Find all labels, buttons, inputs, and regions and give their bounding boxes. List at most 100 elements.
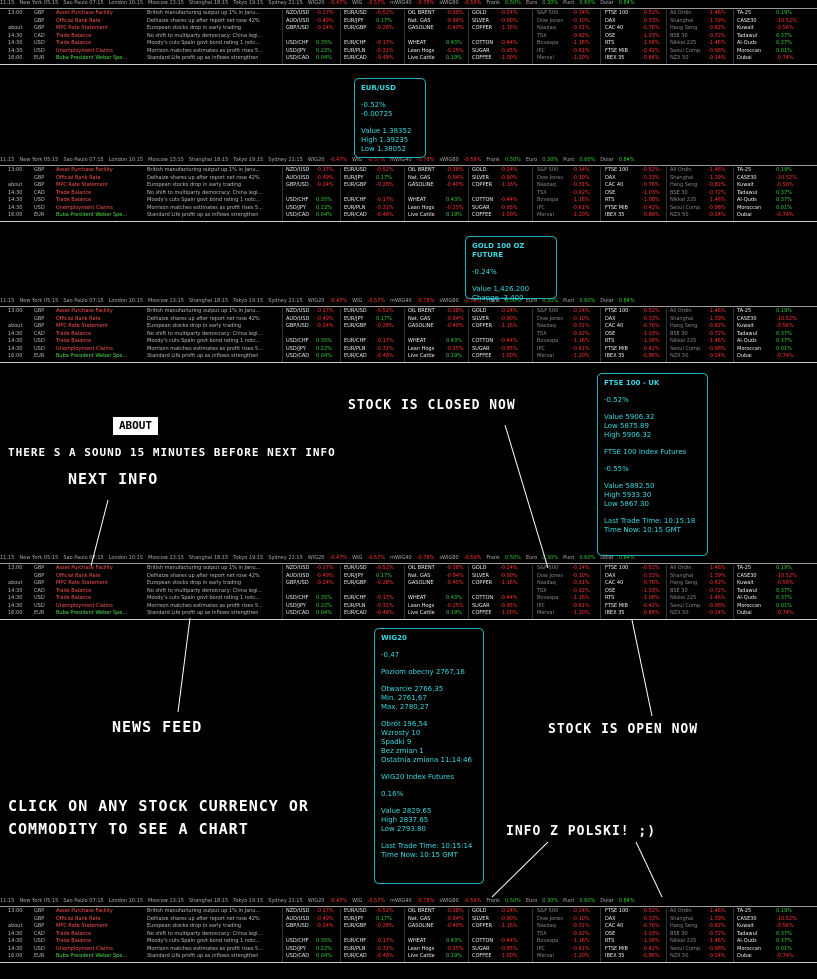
us-index-name[interactable]: Merval — [537, 212, 554, 218]
fx-right-name[interactable]: EUR/GBP — [344, 580, 367, 586]
fx-right-change[interactable]: -0.52% — [376, 565, 394, 571]
commodity-right-change[interactable]: -1.16% — [500, 25, 518, 31]
eu-index-name[interactable]: OSE — [605, 32, 616, 39]
commodity-right-name[interactable]: SUGAR — [472, 204, 490, 211]
fx-right-name[interactable]: EUR/PLN — [344, 602, 366, 609]
eu-index-name[interactable]: FTSE 100 — [605, 908, 629, 914]
news-headline[interactable]: Standard Life profit up as inflows stren… — [147, 953, 259, 959]
us-index-change[interactable]: -0.61% — [572, 204, 590, 211]
mideast-index-name[interactable]: Kuwait — [737, 182, 754, 188]
commodity-left-name[interactable]: Lean Hogs — [408, 204, 435, 211]
ticker-item[interactable]: 0.84% — [618, 555, 635, 561]
mideast-index-change[interactable]: -0.56% — [776, 580, 794, 586]
fx-left-name[interactable]: USD/CHF — [286, 938, 309, 944]
us-index-change[interactable]: -1.16% — [572, 197, 590, 203]
mideast-index-change[interactable]: -0.56% — [776, 323, 794, 329]
commodity-left-change[interactable]: -0.94% — [446, 174, 464, 181]
news-headline[interactable]: British manufacturing output up 1% in Ja… — [147, 10, 261, 16]
mideast-index-change[interactable]: 0.01% — [776, 204, 792, 211]
ticker-item[interactable]: sWIG80 — [439, 298, 459, 304]
ticker-item[interactable]: 0.84% — [618, 157, 635, 163]
eu-index-change[interactable]: -0.52% — [642, 908, 660, 914]
eu-index-change[interactable]: -1.03% — [642, 189, 660, 196]
fx-right-change[interactable]: -0.17% — [376, 197, 394, 203]
asia-index-change[interactable]: -0.14% — [708, 212, 726, 218]
fx-left-name[interactable]: USD/CHF — [286, 595, 309, 601]
fx-right-change[interactable]: -0.48% — [376, 212, 394, 218]
news-headline[interactable]: European stocks drop in early trading — [147, 182, 242, 188]
mideast-index-change[interactable]: 0.01% — [776, 945, 792, 952]
commodity-right-name[interactable]: SUGAR — [472, 345, 490, 352]
us-index-name[interactable]: Nasdaq — [537, 580, 556, 586]
ticker-item[interactable]: Shanghai 18:15 — [188, 0, 229, 6]
news-event[interactable]: MPC Rate Statement — [56, 25, 108, 31]
mideast-index-name[interactable]: Dubai — [737, 212, 752, 218]
ticker-item[interactable]: New York 05:15 — [19, 298, 59, 304]
eu-index-change[interactable]: -1.08% — [642, 938, 660, 944]
commodity-left-name[interactable]: Nat. GAS — [408, 17, 431, 24]
news-headline[interactable]: European stocks drop in early trading — [147, 25, 242, 31]
us-index-name[interactable]: IPC — [537, 602, 545, 609]
commodity-right-name[interactable]: COPPER — [472, 923, 493, 929]
commodity-left-change[interactable]: -0.38% — [446, 167, 464, 173]
mideast-index-name[interactable]: Al-Quds — [737, 338, 757, 344]
fx-right-name[interactable]: EUR/GBP — [344, 182, 367, 188]
ticker-item[interactable]: sWIG80 — [439, 555, 459, 561]
news-event[interactable]: Official Bank Rate — [56, 572, 101, 579]
ticker-item[interactable]: -0.57% — [367, 298, 386, 304]
asia-index-name[interactable]: Nikkei 225 — [670, 40, 697, 46]
ticker-item[interactable]: Sydney 21:15 — [268, 298, 303, 304]
mideast-index-change[interactable]: -0.56% — [776, 182, 794, 188]
ticker-item[interactable]: 0.30% — [542, 0, 559, 6]
fx-right-name[interactable]: EUR/CAD — [344, 610, 367, 616]
us-index-change[interactable]: -0.92% — [572, 330, 590, 337]
mideast-index-name[interactable]: CASE30 — [737, 915, 757, 922]
asia-index-name[interactable]: All Ordin. — [670, 908, 694, 914]
asia-index-change[interactable]: -1.39% — [708, 315, 726, 322]
commodity-left-change[interactable]: 0.43% — [446, 595, 462, 601]
mideast-index-change[interactable]: -10.52% — [776, 315, 797, 322]
commodity-right-name[interactable]: COTTON — [472, 595, 494, 601]
commodity-left-name[interactable]: WHEAT — [408, 938, 426, 944]
fx-left-change[interactable]: 0.04% — [316, 953, 332, 959]
ticker-item[interactable]: WIG — [352, 898, 363, 904]
us-index-name[interactable]: Merval — [537, 953, 554, 959]
ticker-item[interactable]: 11:15 — [0, 0, 15, 6]
eu-index-name[interactable]: FTSE MIB — [605, 602, 628, 609]
news-headline[interactable]: No shift to multiparty democracy: China … — [147, 32, 263, 39]
news-headline[interactable]: No shift to multiparty democracy: China … — [147, 189, 263, 196]
us-index-change[interactable]: -0.10% — [572, 17, 590, 24]
us-index-change[interactable]: -1.16% — [572, 938, 590, 944]
eu-index-change[interactable]: -0.76% — [642, 923, 660, 929]
commodity-right-name[interactable]: COTTON — [472, 938, 494, 944]
mideast-index-change[interactable]: 0.01% — [776, 47, 792, 54]
news-headline[interactable]: British manufacturing output up 1% in Ja… — [147, 167, 261, 173]
asia-index-name[interactable]: NZX 50 — [670, 610, 689, 616]
commodity-left-change[interactable]: 0.43% — [446, 40, 462, 46]
fx-left-change[interactable]: -0.17% — [316, 167, 334, 173]
commodity-left-change[interactable]: 0.19% — [446, 212, 462, 218]
news-event[interactable]: Asset Purchase Facility — [56, 565, 113, 571]
asia-index-change[interactable]: -0.82% — [708, 323, 726, 329]
fx-right-change[interactable]: -0.17% — [376, 40, 394, 46]
mideast-index-name[interactable]: Moroccan — [737, 345, 762, 352]
mideast-index-change[interactable]: 0.37% — [776, 338, 792, 344]
ticker-item[interactable]: -0.57% — [367, 555, 386, 561]
news-event[interactable]: Unemployment Claims — [56, 204, 113, 211]
fx-left-name[interactable]: NZD/USD — [286, 167, 310, 173]
eu-index-change[interactable]: -0.42% — [642, 345, 660, 352]
commodity-left-name[interactable]: Nat. GAS — [408, 572, 431, 579]
commodity-right-name[interactable]: COFFEE — [472, 55, 492, 61]
commodity-right-change[interactable]: -0.24% — [500, 167, 518, 173]
fx-left-change[interactable]: -0.49% — [316, 17, 334, 24]
commodity-left-change[interactable]: -0.40% — [446, 323, 464, 329]
asia-index-name[interactable]: Shanghai — [670, 572, 694, 579]
news-headline[interactable]: British manufacturing output up 1% in Ja… — [147, 308, 261, 314]
ticker-item[interactable]: 0.30% — [542, 157, 559, 163]
fx-right-change[interactable]: -0.28% — [376, 25, 394, 31]
ticker-item[interactable]: Euro — [525, 157, 538, 163]
ticker-item[interactable]: Tokyo 19:15 — [233, 0, 264, 6]
news-headline[interactable]: Delhaize shares up after report net rose… — [147, 174, 260, 181]
us-index-name[interactable]: Dow Jones — [537, 174, 563, 181]
news-event[interactable]: Unemployment Claims — [56, 945, 113, 952]
